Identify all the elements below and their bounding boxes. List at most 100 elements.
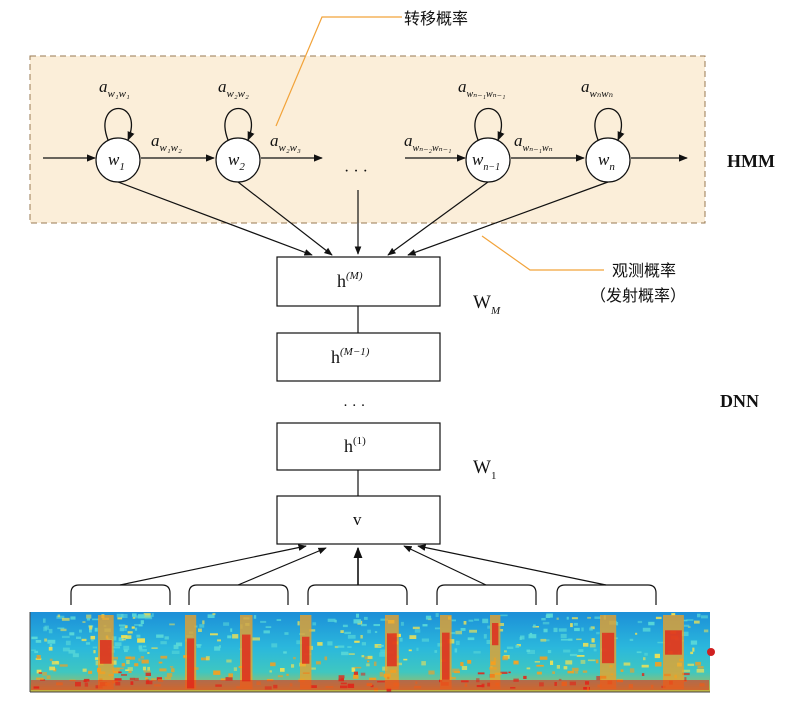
spectrogram-speckle [697,666,704,669]
spectrogram-speckle [297,621,300,626]
spectrogram-speckle [540,638,547,642]
spectrogram-speckle [591,638,595,643]
spectrogram-speckle [467,637,475,641]
transition-label-w2w3: aw₂w₃ [270,131,301,154]
spectrogram-speckle [57,627,65,630]
spectrogram-speckle [145,677,148,680]
spectrogram-hot-spot [492,623,499,646]
spectrogram-speckle [121,635,128,639]
spectrogram-speckle [520,635,525,640]
self-loop-w1 [104,107,135,141]
transition-label-w1w2: aw₁w₂ [151,131,182,154]
spectrogram-speckle [271,643,278,648]
spectrogram-speckle [92,618,100,621]
emission-callout-line1: 观测概率 [612,261,676,280]
self-loop-label-wn1: awₙ₋₁wₙ₋₁ [458,77,505,100]
spectrogram-speckle [369,677,377,681]
spectrogram-speckle [454,648,458,653]
self-loop-wn [594,107,625,141]
spectrogram-speckle [353,671,358,675]
spectrogram-speckle [280,668,285,672]
spectrogram-speckle [589,644,596,648]
spectrogram-hot-spot [442,632,450,680]
spectrogram-speckle [496,623,504,626]
spectrogram-speckle [534,661,540,663]
spectrogram-speckle [435,613,439,617]
frame-arrow-4 [403,545,487,586]
spectrogram-speckle [680,631,689,637]
spectrogram-speckle [86,618,90,621]
spectrogram-speckle [467,660,472,664]
spectrogram-speckle [61,635,70,639]
spectrogram-speckle [434,650,438,653]
spectrogram-speckle [541,618,546,621]
spectrogram-speckle [47,639,56,644]
spectrogram-speckle [416,647,419,651]
spectrogram-speckle [560,633,567,639]
spectrogram-speckle [129,677,135,680]
spectrogram-speckle [116,613,124,618]
spectrogram-speckle [589,627,593,631]
spectrogram-speckle [116,667,124,670]
spectrogram-speckle [176,642,183,647]
spectrogram-speckle [125,635,132,639]
spectrogram-speckle [486,640,492,644]
spectrogram-speckle [468,619,474,622]
spectrogram-speckle [593,648,597,652]
spectrogram-speckle [85,642,91,645]
spectrogram-speckle [587,616,591,619]
frame-arrow-5 [417,544,607,586]
spectrogram-hot-spot [302,636,310,664]
frame-arrow-1 [119,544,307,586]
spectrogram-speckle [500,671,508,674]
frame-brace-3 [307,584,408,605]
spectrogram-speckle [569,653,578,657]
spectrogram-speckle [65,640,71,646]
spectrogram-hot-spot [665,630,682,655]
spectrogram-speckle [574,670,579,674]
spectrogram-speckle [36,677,44,680]
emission-arrow-w2 [237,181,333,256]
spectrogram-speckle [361,655,365,658]
spectrogram-speckle [138,614,145,619]
spectrogram-speckle [118,624,126,627]
spectrogram-speckle [35,640,42,643]
spectrogram-speckle [515,645,520,648]
spectrogram-speckle [594,616,601,619]
spectrogram-speckle [119,628,124,632]
spectrogram-speckle [232,634,239,639]
spectrogram-speckle [93,650,96,654]
spectrogram-speckle [277,675,283,678]
spectrogram-speckle [572,667,579,671]
emission-arrow-wn1 [387,181,489,256]
spectrogram-speckle [543,628,548,633]
spectrogram-speckle [44,638,48,642]
spectrogram-speckle [504,650,507,653]
spectrogram-speckle [351,667,356,672]
spectrogram-speckle [582,670,588,673]
layer-box-hM1 [276,332,441,382]
spectrogram-speckle [42,672,47,676]
spectrogram-speckle [151,647,158,649]
spectrogram-speckle [428,670,435,675]
spectrogram-speckle [199,624,205,628]
spectrogram-speckle [556,617,559,620]
spectrogram-speckle [121,638,126,641]
spectrogram-speckle [683,619,688,622]
transition-callout-line [275,16,402,127]
transition-callout-label: 转移概率 [404,9,468,28]
spectrogram-speckle [635,632,638,635]
spectrogram-speckle [260,620,267,623]
spectrogram-speckle [409,635,417,639]
spectrogram-speckle [644,652,648,656]
spectrogram-speckle [414,629,421,633]
state-w2-label: w2 [228,150,245,173]
spectrogram-speckle [682,672,690,676]
spectrogram-speckle [576,655,585,657]
spectrogram-speckle [57,614,61,618]
spectrogram-low-band [31,680,709,690]
spectrogram-energy-marks [31,613,709,692]
spectrogram-speckle [367,655,373,659]
spectrogram-speckle [641,664,649,668]
spectrogram-hot-spot [100,640,112,664]
